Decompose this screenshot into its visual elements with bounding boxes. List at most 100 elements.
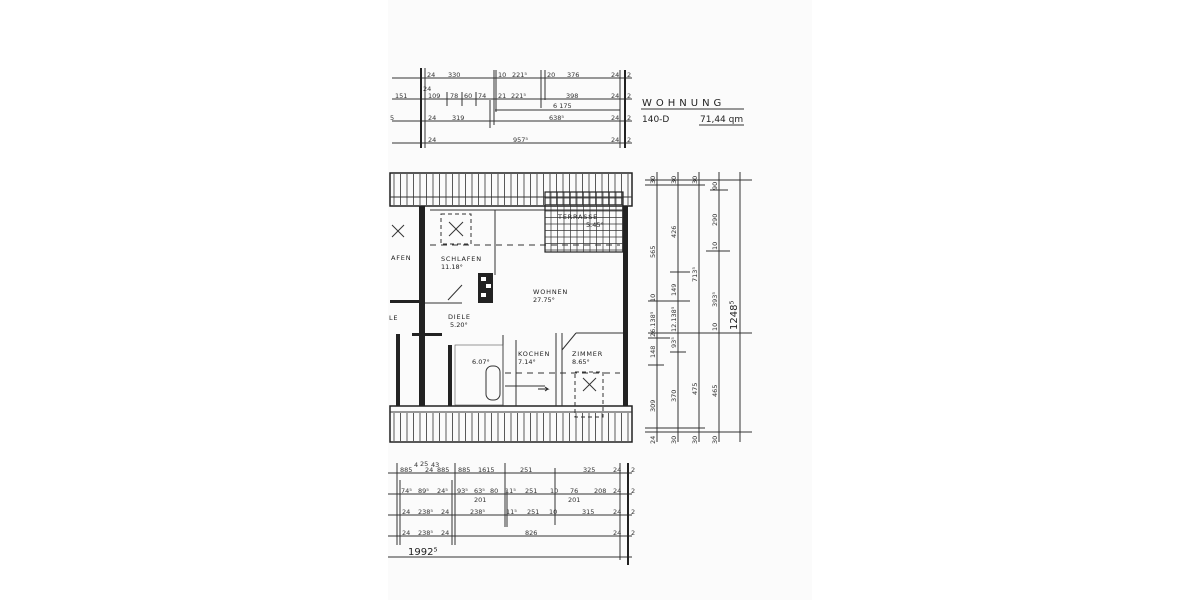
dim-label: 30 bbox=[670, 436, 678, 444]
dim-label: 24 bbox=[649, 436, 657, 444]
room-label-terrasse: TERRASSE bbox=[557, 213, 598, 221]
room-label-diele: DIELE bbox=[448, 313, 471, 321]
dim-label: 30 bbox=[670, 176, 678, 184]
dim-label: 149 bbox=[670, 284, 678, 296]
dim-label: 885 bbox=[437, 466, 449, 474]
dim-label: 2 bbox=[631, 508, 635, 516]
room-area-terrasse: 5.45° bbox=[586, 221, 604, 229]
dim-label: 24 bbox=[428, 114, 436, 122]
dim-label: 93⁵ bbox=[670, 337, 678, 348]
bottom-dimension-lines bbox=[388, 463, 632, 565]
dim-label: 376 bbox=[567, 71, 579, 79]
dim-label: 24 bbox=[402, 508, 410, 516]
dim-label: 89⁵ bbox=[418, 487, 429, 495]
dim-label: 24 bbox=[613, 466, 621, 474]
skylight-markers bbox=[391, 213, 604, 418]
dim-label: 26.138⁵ bbox=[649, 311, 657, 337]
dim-label: 93⁵ bbox=[457, 487, 468, 495]
dim-label: 10 bbox=[550, 487, 558, 495]
dim-label: 398 bbox=[566, 92, 578, 100]
dim-label: 885 bbox=[400, 466, 412, 474]
dim-label: 201 bbox=[474, 496, 486, 504]
dim-label: 221⁵ bbox=[512, 71, 527, 79]
dim-label: 21 bbox=[498, 92, 506, 100]
dim-label: 290 bbox=[711, 214, 719, 226]
dim-label: 24 bbox=[441, 529, 449, 537]
walls bbox=[390, 206, 628, 406]
dim-label: 30 bbox=[691, 436, 699, 444]
dim-label: 238⁵ bbox=[470, 508, 485, 516]
dim-label: 24 bbox=[423, 85, 431, 93]
dim-label: 2 bbox=[631, 487, 635, 495]
dim-label: 30 bbox=[649, 176, 657, 184]
dim-label: 60 bbox=[464, 92, 472, 100]
dim-label: 475 bbox=[691, 383, 699, 395]
apartment-title: WOHNUNG bbox=[642, 98, 725, 109]
dim-label: 251 bbox=[527, 508, 539, 516]
dim-label: 76 bbox=[570, 487, 578, 495]
dim-label: 10 bbox=[711, 323, 719, 331]
dim-label: 10 bbox=[498, 71, 506, 79]
dim-label: 957⁵ bbox=[513, 136, 528, 144]
room-area-wohnen: 27.75° bbox=[533, 296, 555, 304]
dim-label: 24 bbox=[613, 487, 621, 495]
right-dim-labels: 30 565 10 26.138⁵ 148 309 24 30 426 149 … bbox=[649, 176, 740, 444]
dim-label: 25 bbox=[420, 460, 428, 468]
dim-label: 393⁵ bbox=[711, 292, 719, 307]
dim-label: 325 bbox=[583, 466, 595, 474]
room-label-wohnen: WOHNEN bbox=[533, 288, 568, 296]
room-label-schlafen: SCHLAFEN bbox=[441, 255, 482, 263]
dim-label: 24 bbox=[402, 529, 410, 537]
top-dimension-lines bbox=[392, 68, 632, 148]
room-area-schlafen: 11.18° bbox=[441, 263, 463, 271]
total-width-label: 1992⁵ bbox=[408, 547, 437, 558]
dim-label: 90 bbox=[711, 182, 719, 190]
dim-label: 24 bbox=[611, 92, 619, 100]
dim-label: 30 bbox=[711, 436, 719, 444]
total-depth-label: 1248⁵ bbox=[729, 301, 740, 330]
dim-label: 10 bbox=[649, 294, 657, 302]
dim-label: 2 bbox=[627, 114, 631, 122]
dim-label: 24 bbox=[428, 136, 436, 144]
dim-label: 24 bbox=[613, 529, 621, 537]
apartment-unit: 140-D bbox=[642, 115, 669, 125]
dim-label: 2 bbox=[627, 136, 631, 144]
dim-label: 1615 bbox=[478, 466, 495, 474]
dim-label: 24 bbox=[611, 136, 619, 144]
dim-label: 309 bbox=[649, 400, 657, 412]
dim-label: 885 bbox=[458, 466, 470, 474]
room-label-zimmer: ZIMMER bbox=[572, 350, 603, 358]
right-dimension-lines bbox=[645, 172, 752, 442]
dim-label: 4 bbox=[414, 461, 418, 469]
dim-label: 151 bbox=[395, 92, 407, 100]
dim-label: 24 bbox=[611, 114, 619, 122]
dim-label: 565 bbox=[649, 246, 657, 258]
dim-label: 2 bbox=[627, 71, 631, 79]
dim-label: 63⁵ bbox=[474, 487, 485, 495]
dim-label: 638⁵ bbox=[549, 114, 564, 122]
dim-label: 315 bbox=[582, 508, 594, 516]
dim-label: 24 bbox=[425, 466, 433, 474]
dim-label: 10 bbox=[711, 242, 719, 250]
dim-label: 330 bbox=[448, 71, 460, 79]
dim-label: 24 bbox=[611, 71, 619, 79]
dim-label: 208 bbox=[594, 487, 606, 495]
dim-label: 80 bbox=[490, 487, 498, 495]
dim-label: 43 bbox=[431, 461, 439, 469]
dim-label: 78 bbox=[450, 92, 458, 100]
dim-label: 74 bbox=[478, 92, 486, 100]
dim-label: 24 bbox=[427, 71, 435, 79]
dim-label: 201 bbox=[568, 496, 580, 504]
room-label-partial: LE bbox=[389, 314, 398, 322]
dim-label: 12.138⁵ bbox=[670, 306, 678, 332]
dim-label: 30 bbox=[691, 176, 699, 184]
dim-label: 370 bbox=[670, 390, 678, 402]
dim-label: 20 bbox=[547, 71, 555, 79]
dim-label: 2 bbox=[627, 92, 631, 100]
dim-label: 24 bbox=[441, 508, 449, 516]
dim-label: 426 bbox=[670, 226, 678, 238]
dim-label: 2 bbox=[631, 529, 635, 537]
dim-label: 238⁵ bbox=[418, 508, 433, 516]
dim-label: 10 bbox=[549, 508, 557, 516]
